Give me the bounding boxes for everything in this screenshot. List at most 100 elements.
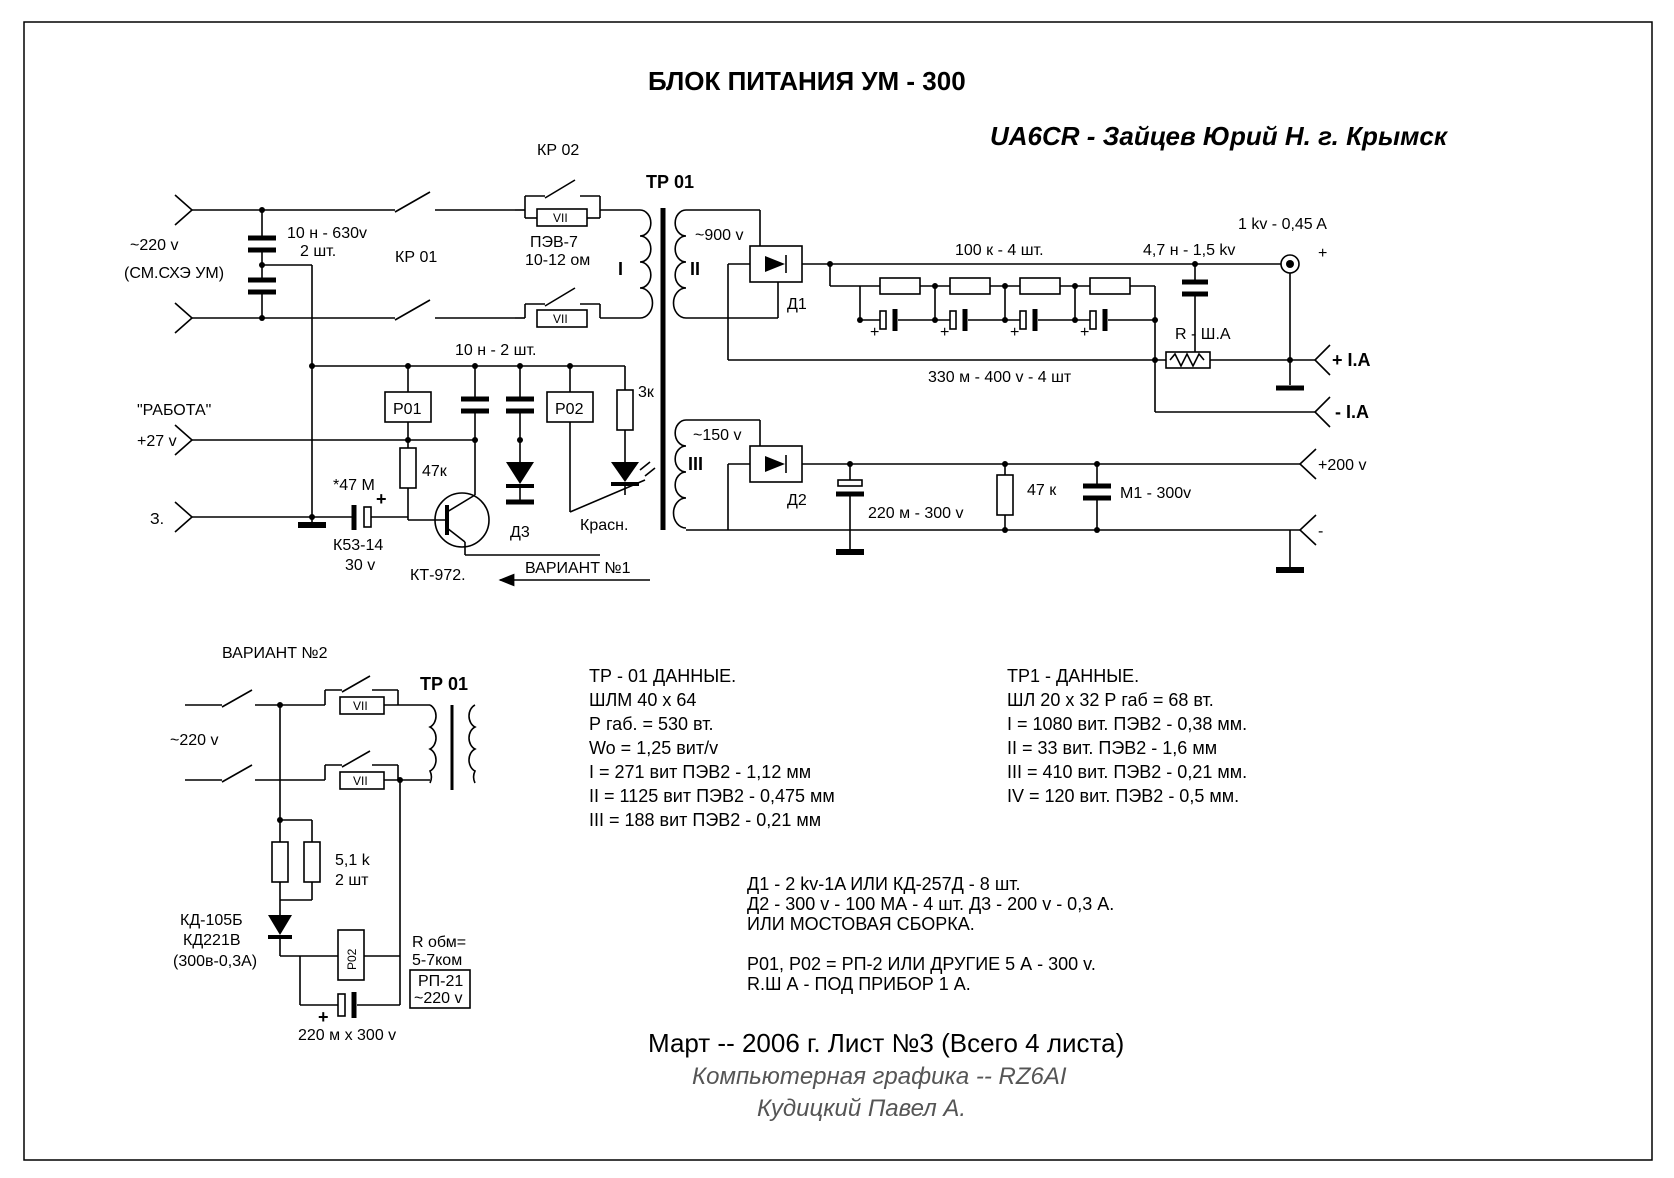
notes-line: R.Ш А - ПОД ПРИБОР 1 А.	[747, 974, 971, 994]
v2-relay-p02	[337, 929, 365, 981]
v150-label: ~150 v	[693, 427, 741, 444]
z-label: З.	[150, 511, 164, 528]
v2-r51k-qty: 2 шт	[335, 872, 369, 889]
tr01-data-line: II = 1125 вит ПЭВ2 - 0,475 мм	[589, 786, 835, 806]
variant1-label: ВАРИАНТ №1	[525, 560, 631, 577]
variant2-schematic: ВАРИАНТ №2 ТР 01 ~220 v VII VII	[170, 645, 477, 1044]
tr01-data-line: III = 188 вит ПЭВ2 - 0,21 мм	[589, 810, 821, 830]
svg-text:+: +	[870, 324, 879, 341]
resistor-47k-out	[996, 474, 1014, 516]
kp02-label: КР 02	[537, 142, 579, 159]
v2-robm-val: 5-7ком	[412, 952, 462, 969]
footer-line1: Март -- 2006 г. Лист №3 (Всего 4 листа)	[648, 1028, 1124, 1058]
page-frame	[23, 21, 1653, 1161]
tr01-secondary-II	[672, 209, 687, 319]
notes-line: P01, P02 = РП-2 ИЛИ ДРУГИЕ 5 А - 300 v.	[747, 954, 1096, 974]
v2-kd221-label: КД221В	[183, 932, 241, 949]
tr01-data-line: ТР - 01 ДАННЫЕ.	[589, 666, 736, 686]
caps-10n-label: 10 н - 2 шт.	[455, 342, 536, 359]
d3-label: Д3	[510, 524, 530, 541]
tr1-data-line: ТР1 - ДАННЫЕ.	[1007, 666, 1139, 686]
resistor-3k	[616, 389, 634, 431]
plus-ia-terminal	[1313, 344, 1331, 376]
rabota-label: "РАБОТА"	[137, 402, 211, 419]
svg-text:+: +	[1318, 245, 1327, 262]
svg-text:-: -	[1318, 523, 1323, 540]
svg-text:VII: VII	[553, 211, 568, 225]
res-chain-label: 100 к - 4 шт.	[955, 242, 1044, 259]
v900-label: ~900 v	[695, 227, 743, 244]
v2-rp21-box	[409, 969, 471, 1009]
notes-line: ИЛИ МОСТОВАЯ СБОРКА.	[747, 914, 975, 934]
tr1-data-line: I = 1080 вит. ПЭВ2 - 0,38 мм.	[1007, 714, 1247, 734]
mains-input-label: ~220 v	[130, 237, 178, 254]
filter-caps-qty: 2 шт.	[300, 243, 336, 260]
svg-text:+: +	[1010, 324, 1019, 341]
c220m-label: 220 м - 300 v	[868, 505, 964, 522]
tr01-data-line: Р габ. = 530 вт.	[589, 714, 713, 734]
svg-text:P01: P01	[393, 401, 422, 418]
notes-line: Д1 - 2 kv-1A ИЛИ КД-257Д - 8 шт.	[747, 874, 1021, 894]
k53-label: К53-14	[333, 537, 383, 554]
cap-hv-label: 4,7 н - 1,5 kv	[1143, 242, 1235, 259]
variant2-label: ВАРИАНТ №2	[222, 645, 328, 662]
footer-line2: Компьютерная графика -- RZ6AI	[692, 1063, 1067, 1090]
pev-label: ПЭВ-7	[530, 234, 578, 251]
notes-block: Д1 - 2 kv-1A ИЛИ КД-257Д - 8 шт.Д2 - 300…	[747, 874, 1114, 994]
tr01-primary-winding	[639, 209, 654, 319]
svg-text:+: +	[376, 489, 387, 509]
diode-d3	[506, 462, 534, 484]
svg-text:+: +	[318, 1007, 329, 1027]
led-red	[611, 462, 639, 482]
v2-resistor-51k-a	[271, 841, 289, 883]
r3k-label: 3к	[638, 384, 655, 401]
svg-text:+: +	[940, 324, 949, 341]
resistor-47k	[399, 447, 417, 489]
v2-diode	[268, 915, 292, 935]
shunt-label: R - Ш.А	[1175, 326, 1231, 343]
v2-kd105-label: КД-105Б	[180, 912, 243, 929]
notes-line: Д2 - 300 v - 100 МА - 4 шт. Д3 - 200 v -…	[747, 894, 1114, 914]
v2-r51k-label: 5,1 k	[335, 852, 371, 869]
v2-rp21-label: РП-21	[418, 973, 463, 990]
page-title: БЛОК ПИТАНИЯ УМ - 300	[648, 66, 966, 96]
cap-chain-label: 330 м - 400 v - 4 шт	[928, 369, 1072, 386]
input-terminal-bottom	[174, 302, 194, 334]
tr01-data-line: ШЛМ 40 х 64	[589, 690, 696, 710]
svg-text:+: +	[1080, 324, 1089, 341]
minus-ia-label: - I.A	[1335, 402, 1369, 422]
krasn-label: Красн.	[580, 517, 628, 534]
tr1-data-line: II = 33 вит. ПЭВ2 - 1,6 мм	[1007, 738, 1217, 758]
v2-resistor-51k-b	[303, 841, 321, 883]
plus-ia-label: + I.A	[1332, 350, 1371, 370]
k53v-label: 30 v	[345, 557, 375, 574]
tr01-label: ТР 01	[646, 172, 694, 192]
tr1-data-line: ШЛ 20 х 32 Р габ = 68 вт.	[1007, 690, 1214, 710]
v200-label: +200 v	[1318, 457, 1366, 474]
author-line: UA6CR - Зайцев Юрий Н. г. Крымск	[990, 121, 1449, 151]
kt972-label: КТ-972.	[410, 567, 466, 584]
winding-2-label: II	[690, 259, 700, 279]
v2-cap-label: 220 м х 300 v	[298, 1027, 396, 1044]
tr1-data-block: ТР1 - ДАННЫЕ. ШЛ 20 х 32 Р габ = 68 вт. I …	[1007, 666, 1247, 806]
svg-text:P02: P02	[555, 401, 584, 418]
tr01-secondary-III	[672, 419, 687, 529]
relay-p01	[384, 391, 432, 423]
pev-value-label: 10-12 ом	[525, 252, 590, 269]
pev-resistor-bottom	[536, 309, 588, 328]
main-schematic: ~220 v (СМ.СХЭ УМ) 10 н - 630v 2 шт. КР …	[124, 142, 1371, 587]
kp01-label: КР 01	[395, 249, 437, 266]
hv-output-label: 1 kv - 0,45 A	[1238, 216, 1327, 233]
d1-label: Д1	[787, 296, 807, 313]
d2-label: Д2	[787, 492, 807, 509]
svg-text:VII: VII	[353, 699, 368, 713]
r47k2-label: 47 к	[1027, 482, 1057, 499]
v2-kd-rating: (300в-0,3А)	[173, 953, 257, 970]
d1-bridge	[749, 245, 803, 283]
filter-caps-label: 10 н - 630v	[287, 225, 367, 242]
v2-rp21v-label: ~220 v	[414, 990, 462, 1007]
winding-3-label: III	[688, 454, 703, 474]
svg-text:VII: VII	[353, 774, 368, 788]
svg-text:P02: P02	[345, 948, 359, 970]
